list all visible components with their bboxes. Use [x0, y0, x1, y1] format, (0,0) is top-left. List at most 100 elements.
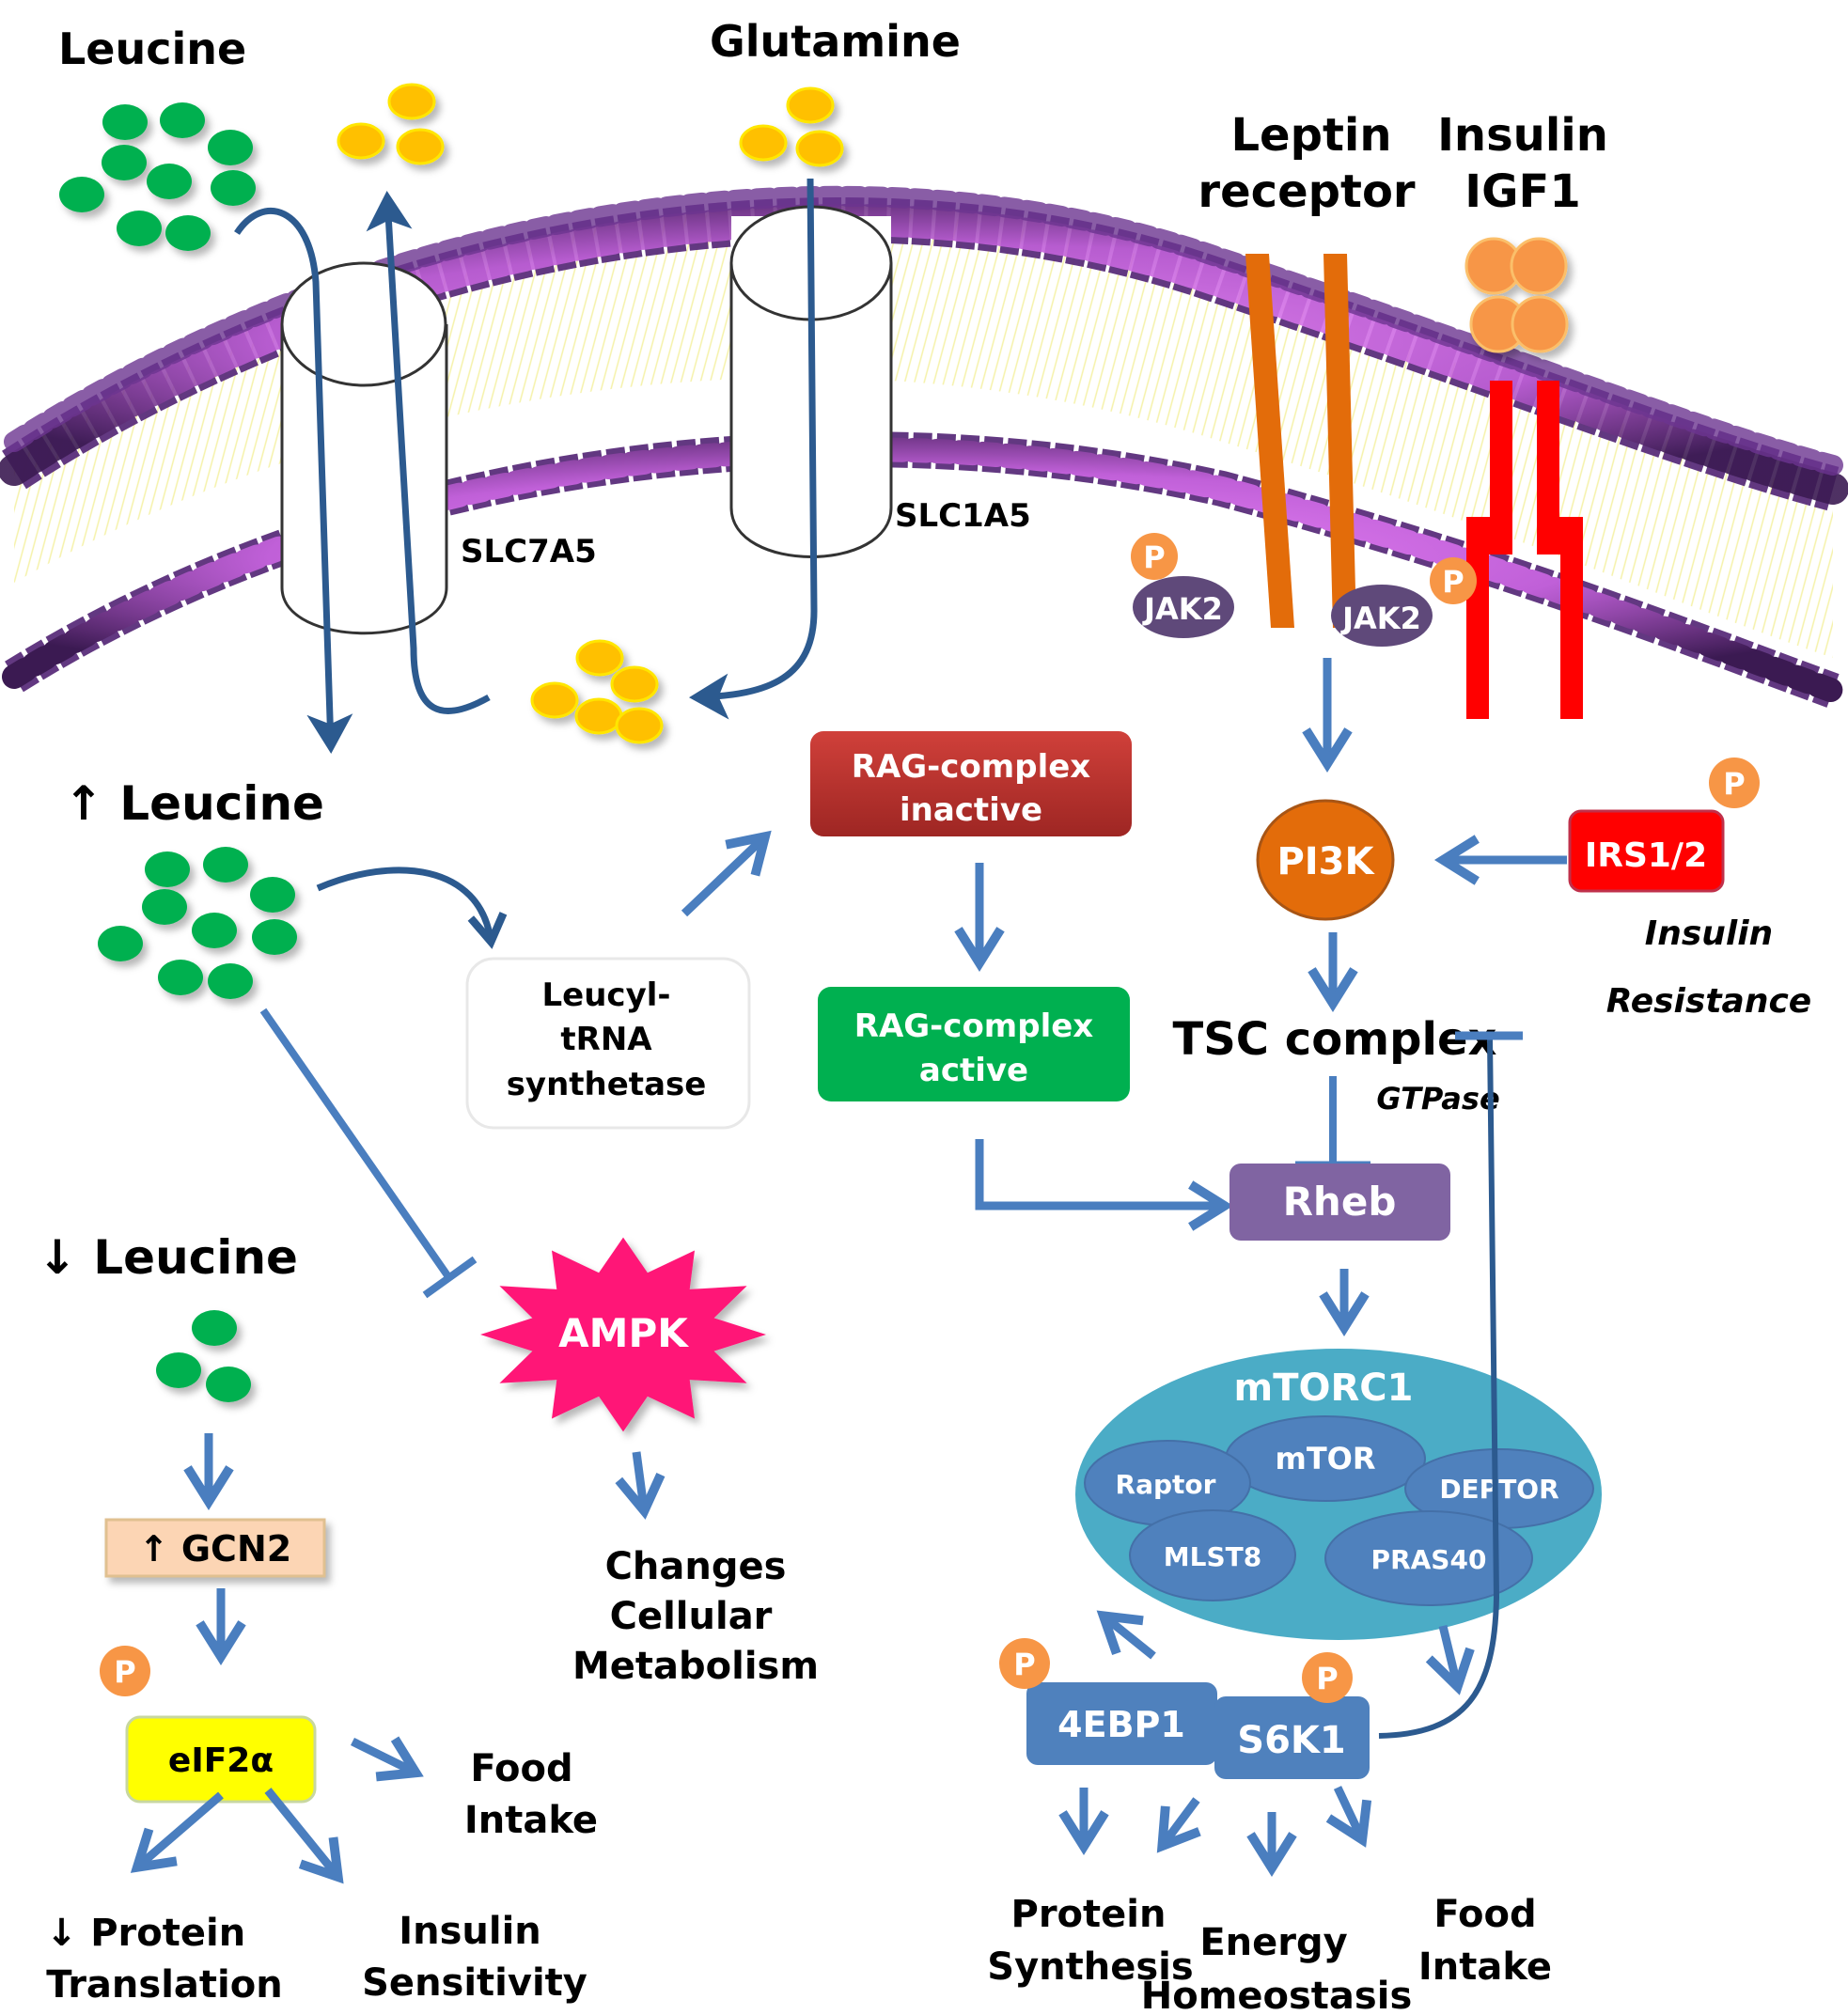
mtorc1-complex: mTORC1 mTOR Raptor DEPTOR MLST8 PRAS40: [1075, 1349, 1602, 1640]
svg-text:PRAS40: PRAS40: [1371, 1544, 1487, 1575]
svg-text:↑ GCN2: ↑ GCN2: [139, 1528, 291, 1570]
insulin-receptor: [1466, 381, 1583, 719]
mlst8-component: MLST8: [1129, 1509, 1296, 1601]
food-intake-right-2: Intake: [1418, 1945, 1552, 1989]
glutamine-molecules-top: [739, 86, 844, 167]
tsc-inhibits-rheb: [1295, 1076, 1370, 1170]
food-intake-left-2: Intake: [464, 1799, 598, 1842]
phospho-s6k1: P: [1302, 1652, 1353, 1703]
slc7a5-label: SLC7A5: [461, 533, 597, 570]
leucine-molecules-high: [98, 847, 297, 999]
metabolism-2: Cellular: [610, 1595, 773, 1638]
svg-text:eIF2α: eIF2α: [168, 1742, 274, 1780]
svg-text:RAG-complex: RAG-complex: [854, 1008, 1094, 1045]
protein-synthesis-1: Protein: [1011, 1893, 1167, 1936]
s6k1-to-protein-arrow: [1156, 1797, 1201, 1853]
svg-text:P: P: [1143, 539, 1165, 575]
ampk-node: AMPK: [480, 1237, 766, 1432]
glutamine-molecules-out: [337, 83, 445, 165]
food-intake-left-1: Food: [470, 1747, 572, 1790]
svg-text:PI3K: PI3K: [1276, 840, 1375, 883]
protein-translation-2: Translation: [46, 1963, 282, 2007]
protein-translation-1: ↓ Protein: [46, 1912, 245, 1955]
jak2-right: JAK2: [1331, 585, 1433, 647]
pi3k-node: PI3K: [1256, 799, 1395, 921]
4ebp1-box: 4EBP1: [1026, 1682, 1217, 1765]
energy-homeostasis-2: Homeostasis: [1141, 1975, 1413, 2015]
eif2a-box: eIF2α: [125, 1715, 317, 1804]
leucyl-trna-synthetase-box: Leucyl- tRNA synthetase: [465, 957, 751, 1130]
raptor-component: Raptor: [1084, 1440, 1251, 1526]
svg-text:MLST8: MLST8: [1164, 1541, 1261, 1572]
phospho-jak2-left: P: [1131, 533, 1178, 580]
svg-text:IRS1/2: IRS1/2: [1585, 836, 1707, 875]
mtorc1-to-4ebp1-arrow: [1096, 1610, 1156, 1660]
transport-arrows: [234, 178, 818, 754]
leptin-receptor-label-1: Leptin: [1230, 109, 1391, 162]
leucine-to-leucyl-arrow: [316, 867, 508, 949]
insulin-resistance-2: Resistance: [1606, 982, 1811, 1021]
low-leucine-label: ↓ Leucine: [38, 1230, 298, 1285]
leucyl-to-rag-arrow: [681, 830, 772, 917]
svg-text:Rheb: Rheb: [1283, 1179, 1397, 1225]
svg-text:P: P: [1442, 564, 1464, 600]
svg-text:synthetase: synthetase: [507, 1066, 707, 1103]
eif2a-to-translation-arrow: [130, 1791, 224, 1873]
jak2-right-label: JAK2: [1340, 601, 1421, 636]
irs-box: IRS1/2: [1568, 809, 1725, 893]
leucine-inhibits-ampk: [259, 1008, 478, 1299]
svg-text:DEPTOR: DEPTOR: [1439, 1474, 1558, 1505]
leptin-receptor-label-2: receptor: [1198, 165, 1416, 218]
svg-text:RAG-complex: RAG-complex: [852, 748, 1091, 786]
metabolism-3: Metabolism: [572, 1645, 819, 1688]
svg-text:active: active: [919, 1052, 1028, 1089]
svg-text:P: P: [1723, 766, 1745, 802]
insulin-resistance-1: Insulin: [1645, 914, 1773, 953]
gtpase-label: GTPase: [1376, 1081, 1499, 1117]
leucine-label: Leucine: [58, 23, 246, 74]
svg-text:P: P: [1013, 1647, 1035, 1682]
svg-text:tRNA: tRNA: [560, 1021, 652, 1058]
eif2a-to-food-arrow: [351, 1736, 424, 1782]
pras40-component: PRAS40: [1324, 1510, 1533, 1606]
svg-text:Leucyl-: Leucyl-: [541, 976, 670, 1014]
ampk-to-metabolism-arrow: [615, 1451, 666, 1520]
high-leucine-label: ↑ Leucine: [64, 776, 324, 831]
jak2-left: JAK2: [1133, 576, 1234, 638]
svg-text:P: P: [114, 1654, 135, 1690]
eif2a-to-insulin-sensitivity-arrow: [264, 1788, 344, 1884]
phospho-4ebp1: P: [999, 1638, 1050, 1689]
rag-active-box: RAG-complex active: [818, 987, 1130, 1101]
svg-text:Raptor: Raptor: [1116, 1469, 1216, 1500]
insulin-sensitivity-1: Insulin: [399, 1910, 541, 1953]
glutamine-molecules-intracellular: [530, 639, 664, 744]
mtor-component: mTOR: [1225, 1415, 1426, 1502]
svg-text:mTOR: mTOR: [1275, 1441, 1375, 1476]
svg-text:AMPK: AMPK: [558, 1310, 689, 1356]
gcn2-box: ↑ GCN2: [104, 1518, 326, 1578]
glutamine-label: Glutamine: [710, 16, 961, 67]
svg-text:P: P: [1316, 1661, 1338, 1696]
s6k1-inhibits-irs: [1378, 1031, 1523, 1739]
leucine-molecules-extracellular: [59, 102, 256, 251]
phospho-eif2a: P: [100, 1646, 150, 1696]
leptin-receptor: [1245, 254, 1356, 628]
mtorc1-to-s6k1-arrow: [1425, 1624, 1475, 1695]
svg-text:inactive: inactive: [900, 791, 1042, 829]
s6k1-to-food-arrow: [1325, 1786, 1372, 1848]
protein-synthesis-2: Synthesis: [987, 1945, 1193, 1989]
leucine-molecules-low: [156, 1310, 251, 1402]
phospho-jak2-right: P: [1430, 557, 1477, 604]
insulin-sensitivity-2: Sensitivity: [362, 1961, 587, 2005]
tsc-complex-label: TSC complex: [1172, 1013, 1496, 1066]
insulin-label-1: Insulin: [1437, 109, 1608, 162]
svg-text:S6K1: S6K1: [1237, 1719, 1345, 1762]
s6k1-box: S6K1: [1214, 1696, 1370, 1779]
energy-homeostasis-1: Energy: [1199, 1921, 1347, 1964]
svg-text:4EBP1: 4EBP1: [1057, 1704, 1185, 1745]
rag-to-rheb-arrow: [975, 1139, 1234, 1231]
insulin-label-2: IGF1: [1464, 165, 1580, 218]
jak2-left-label: JAK2: [1142, 591, 1223, 627]
food-intake-right-1: Food: [1433, 1893, 1536, 1936]
